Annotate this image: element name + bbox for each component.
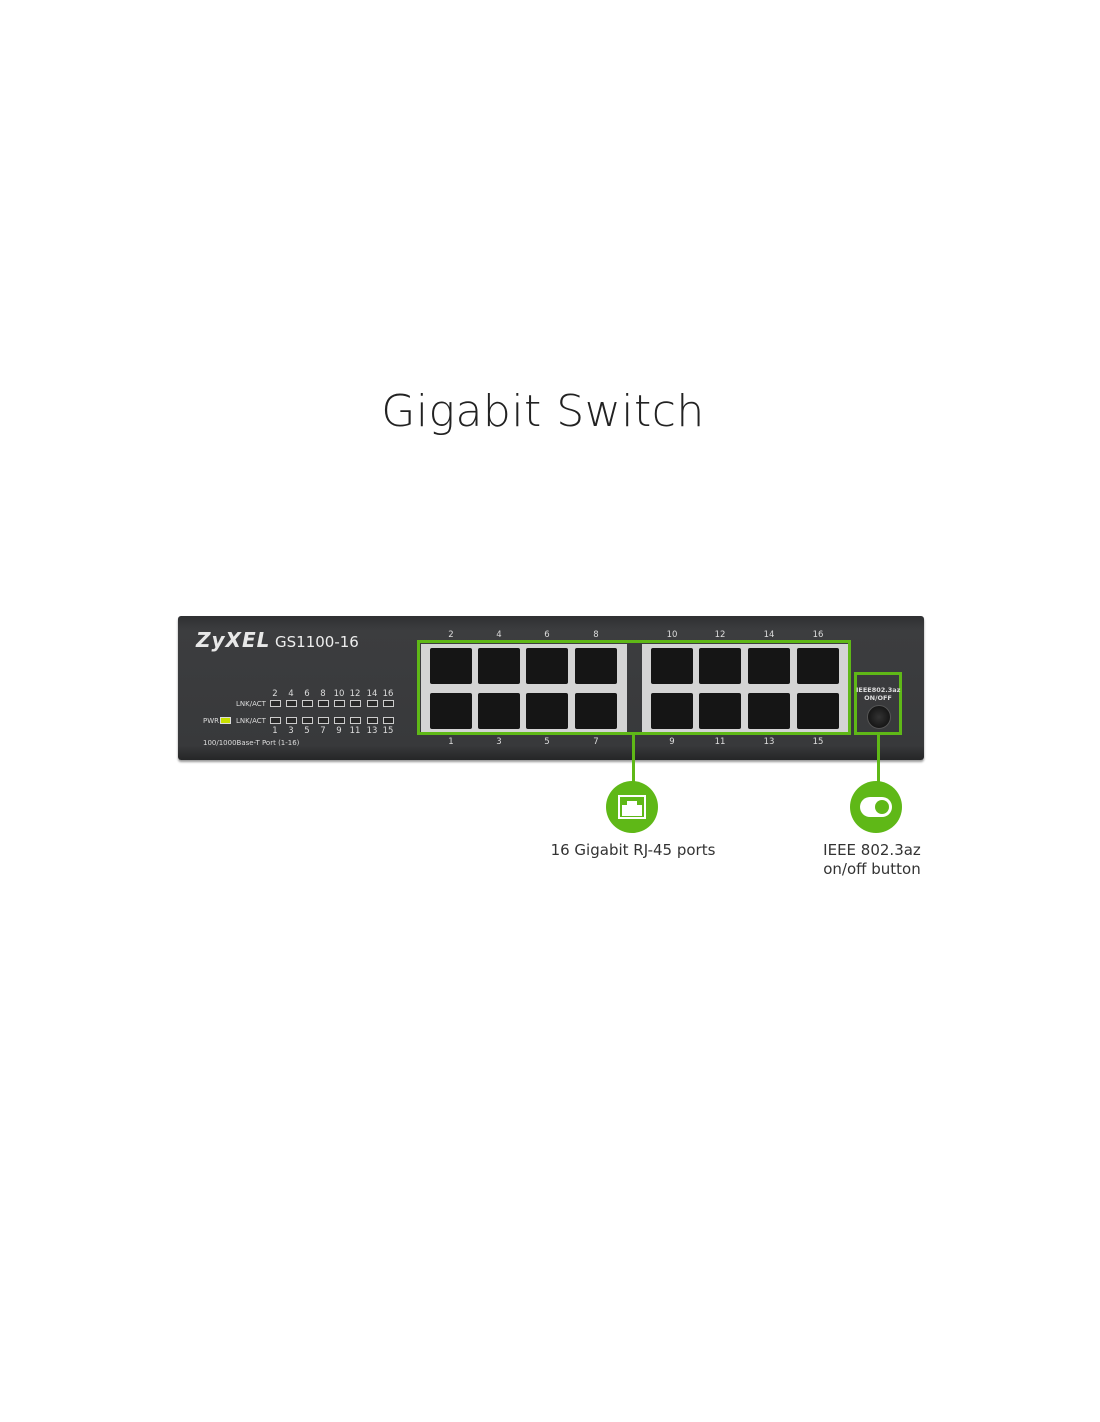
led-number-even: 16	[382, 689, 394, 699]
port-number-top: 2	[448, 630, 454, 640]
power-led	[220, 717, 231, 724]
rj45-port-4	[478, 648, 520, 684]
rj45-port-10	[651, 648, 693, 684]
port-led-1	[270, 717, 281, 724]
ethernet-port-icon	[606, 781, 658, 833]
rj45-port-6	[526, 648, 568, 684]
port-led-16	[383, 700, 394, 707]
lnk-act-label-odd: LNK/ACT	[236, 717, 266, 725]
ports-caption: 16 Gigabit RJ-45 ports	[550, 841, 716, 859]
port-description: 100/1000Base-T Port (1-16)	[203, 739, 300, 747]
button-callout-line	[877, 734, 880, 786]
lnk-act-label-even: LNK/ACT	[236, 700, 266, 708]
rj45-port-9	[651, 693, 693, 729]
rj45-port-1	[430, 693, 472, 729]
led-number-even: 2	[272, 689, 278, 699]
rj45-port-11	[699, 693, 741, 729]
led-number-even: 4	[288, 689, 294, 699]
port-led-8	[318, 700, 329, 707]
eee-label: IEEE802.3az	[856, 686, 901, 694]
led-number-odd: 13	[366, 726, 378, 736]
toggle-switch-icon	[850, 781, 902, 833]
led-number-even: 8	[320, 689, 326, 699]
port-number-top: 14	[763, 630, 775, 640]
model-name: GS1100-16	[275, 633, 359, 651]
port-number-bottom: 3	[496, 737, 502, 747]
rj45-port-15	[797, 693, 839, 729]
port-led-7	[318, 717, 329, 724]
led-number-even: 10	[333, 689, 345, 699]
port-led-11	[350, 717, 361, 724]
rj45-port-14	[748, 648, 790, 684]
rj45-port-7	[575, 693, 617, 729]
led-number-odd: 1	[272, 726, 278, 736]
port-led-15	[383, 717, 394, 724]
ports-highlight-box	[417, 640, 851, 735]
port-led-9	[334, 717, 345, 724]
rj45-port-12	[699, 648, 741, 684]
port-number-top: 8	[593, 630, 599, 640]
port-number-bottom: 13	[763, 737, 775, 747]
port-led-14	[367, 700, 378, 707]
rj45-port-16	[797, 648, 839, 684]
on-off-label: ON/OFF	[864, 694, 892, 702]
page-title: Gigabit Switch	[381, 386, 705, 437]
port-led-2	[270, 700, 281, 707]
led-number-even: 6	[304, 689, 310, 699]
pwr-label: PWR	[203, 717, 220, 725]
eee-button-highlight-box	[854, 672, 902, 735]
brand-logo: ZyXEL	[196, 628, 271, 652]
rj45-port-8	[575, 648, 617, 684]
port-number-bottom: 7	[593, 737, 599, 747]
led-number-even: 12	[349, 689, 361, 699]
led-number-odd: 5	[304, 726, 310, 736]
port-number-bottom: 5	[544, 737, 550, 747]
rj45-port-3	[478, 693, 520, 729]
port-number-top: 16	[812, 630, 824, 640]
port-led-12	[350, 700, 361, 707]
port-led-5	[302, 717, 313, 724]
port-led-3	[286, 717, 297, 724]
button-caption-line2: on/off button	[823, 860, 921, 878]
port-led-6	[302, 700, 313, 707]
port-led-10	[334, 700, 345, 707]
rj45-port-5	[526, 693, 568, 729]
port-number-bottom: 15	[812, 737, 824, 747]
led-number-odd: 3	[288, 726, 294, 736]
port-led-13	[367, 717, 378, 724]
led-number-odd: 7	[320, 726, 326, 736]
port-number-top: 6	[544, 630, 550, 640]
port-led-4	[286, 700, 297, 707]
port-number-top: 4	[496, 630, 502, 640]
rj45-port-13	[748, 693, 790, 729]
rj45-port-2	[430, 648, 472, 684]
eee-on-off-button[interactable]	[867, 705, 891, 729]
led-number-even: 14	[366, 689, 378, 699]
port-number-bottom: 11	[714, 737, 726, 747]
port-number-top: 10	[666, 630, 678, 640]
led-number-odd: 15	[382, 726, 394, 736]
led-number-odd: 11	[349, 726, 361, 736]
button-caption-line1: IEEE 802.3az	[823, 841, 921, 859]
ports-callout-line	[632, 734, 635, 786]
port-number-bottom: 1	[448, 737, 454, 747]
led-number-odd: 9	[336, 726, 342, 736]
port-number-bottom: 9	[669, 737, 675, 747]
port-number-top: 12	[714, 630, 726, 640]
